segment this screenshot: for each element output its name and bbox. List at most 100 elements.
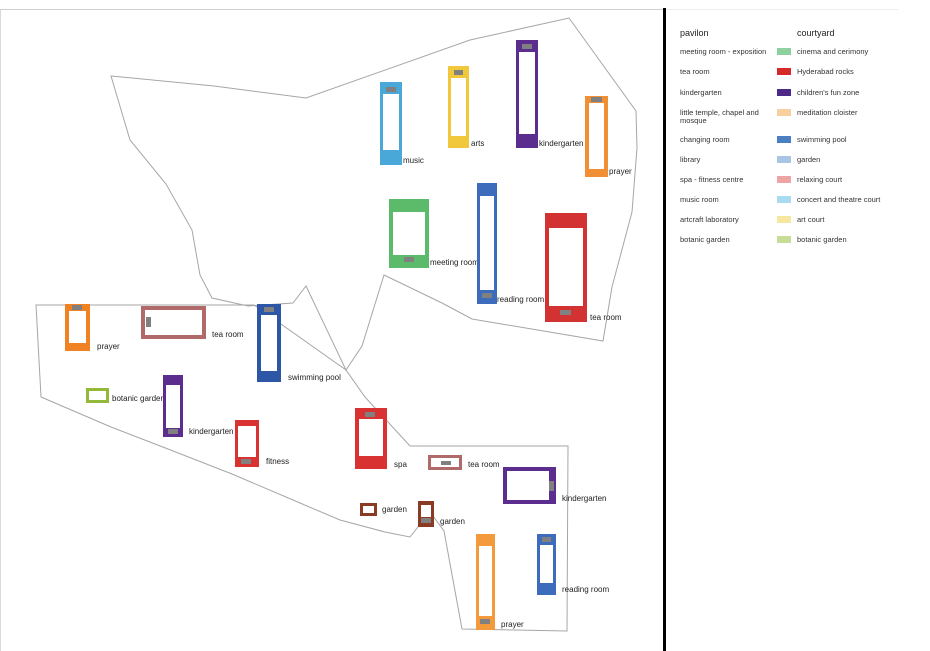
pavilion-void — [89, 391, 106, 400]
pavilion-prayer[interactable]: prayer — [585, 96, 632, 177]
legend-swatch — [777, 136, 791, 143]
legend-pavilon-item: artcraft laboratory — [680, 215, 739, 224]
pavilion-void — [519, 52, 535, 134]
legend-pavilon-item: botanic garden — [680, 235, 730, 244]
legend-swatch — [777, 196, 791, 203]
pavilion-label: tea room — [212, 330, 244, 339]
legend-pavilon-item: spa - fitness centre — [680, 175, 744, 184]
legend-swatch — [777, 89, 791, 96]
pavilion-void — [480, 196, 494, 290]
legend-courtyard-item: meditation cloister — [797, 108, 858, 117]
pavilion-entry — [264, 307, 274, 312]
legend-swatch — [777, 68, 791, 75]
pavilion-kindergarten[interactable]: kindergarten — [516, 40, 583, 148]
frame-left-border — [0, 9, 1, 651]
pavilion-void — [69, 311, 86, 343]
frame-top-border — [0, 9, 663, 10]
pavilion-label: tea room — [468, 460, 500, 469]
pavilion-entry — [404, 257, 414, 262]
pavilion-void — [393, 212, 425, 255]
pavilion-tea-room[interactable]: tea room — [545, 213, 622, 322]
pavilion-entry — [421, 518, 431, 523]
pavilion-void — [383, 94, 399, 150]
pavilion-label: swimming pool — [288, 373, 341, 382]
legend-pavilon-item: tea room — [680, 67, 710, 76]
legend-pavilon-item: kindergarten — [680, 88, 722, 97]
pavilion-tea-room[interactable]: tea room — [428, 455, 500, 470]
pavilion-botanic-garden[interactable]: botanic garden — [86, 388, 165, 403]
site-boundary-north — [110, 17, 638, 372]
pavilion-garden[interactable]: garden — [360, 503, 407, 516]
panel-divider — [663, 8, 666, 651]
legend-courtyard-item: cinema and cerimony — [797, 47, 869, 56]
legend-swatch — [777, 156, 791, 163]
legend-swatch — [777, 176, 791, 183]
pavilion-kindergarten[interactable]: kindergarten — [163, 375, 233, 437]
pavilion-tea-room[interactable]: tea room — [141, 306, 244, 339]
pavilion-label: botanic garden — [112, 394, 165, 403]
legend-courtyard-item: children's fun zone — [797, 88, 860, 97]
legend-courtyard-item: concert and theatre court — [797, 195, 881, 204]
site-plan: music arts kindergarten prayer meeting r… — [35, 17, 638, 632]
legend-swatch — [777, 236, 791, 243]
pavilion-entry — [542, 537, 551, 542]
pavilion-entry — [146, 317, 151, 327]
legend-swatch — [777, 109, 791, 116]
pavilion-void — [507, 471, 549, 500]
pavilion-entry — [72, 305, 82, 310]
pavilion-void — [359, 419, 383, 456]
pavilion-label: meeting room — [430, 258, 479, 267]
pavilion-void — [479, 546, 492, 616]
pavilion-void — [145, 310, 202, 335]
pavilion-fitness[interactable]: fitness — [235, 420, 289, 467]
legend-pavilon-item: meeting room - exposition — [680, 47, 767, 56]
pavilion-label: kindergarten — [562, 494, 606, 503]
legend-pavilon-item: changing room — [680, 135, 730, 144]
pavilion-void — [451, 78, 466, 136]
pavilion-label: kindergarten — [189, 427, 233, 436]
pavilion-label: reading room — [562, 585, 609, 594]
legend-pavilon-item: music room — [680, 195, 719, 204]
legend-pavilon-item: library — [680, 155, 701, 164]
legend-swatch — [777, 48, 791, 55]
pavilion-label: prayer — [501, 620, 524, 629]
pavilion-void — [549, 228, 583, 306]
pavilion-music[interactable]: music — [380, 82, 424, 165]
pavilion-label: music — [403, 156, 424, 165]
pavilion-entry — [549, 481, 554, 491]
pavilion-entry — [482, 293, 492, 298]
pavilion-void — [421, 505, 431, 517]
pavilion-reading-room[interactable]: reading room — [477, 183, 544, 304]
pavilion-label: spa — [394, 460, 407, 469]
pavilion-entry — [441, 461, 451, 465]
pavilion-reading-room[interactable]: reading room — [537, 534, 609, 595]
pavilion-void — [589, 103, 604, 169]
legend-courtyard-item: garden — [797, 155, 821, 164]
pavilion-void — [261, 315, 277, 371]
pavilion-entry — [591, 97, 602, 102]
pavilion-label: prayer — [609, 167, 632, 176]
pavilion-prayer[interactable]: prayer — [65, 304, 120, 351]
pavilion-label: tea room — [590, 313, 622, 322]
pavilion-label: arts — [471, 139, 484, 148]
legend-courtyard-item: relaxing court — [797, 175, 843, 184]
pavilion-garden[interactable]: garden — [418, 501, 465, 527]
pavilion-entry — [454, 70, 463, 75]
pavilion-kindergarten[interactable]: kindergarten — [503, 467, 606, 504]
legend-courtyard-item: Hyderabad rocks — [797, 67, 854, 76]
pavilion-meeting-room[interactable]: meeting room — [389, 199, 479, 268]
pavilion-arts[interactable]: arts — [448, 66, 484, 148]
pavilion-label: reading room — [497, 295, 544, 304]
pavilion-entry — [168, 429, 178, 434]
pavilion-entry — [522, 44, 532, 49]
pavilion-entry — [560, 310, 571, 315]
pavilion-entry — [241, 459, 251, 464]
pavilion-void — [540, 545, 553, 583]
pavilion-void — [363, 506, 374, 513]
legend-pavilon-item: little temple, chapel and mosque — [680, 108, 759, 125]
pavilion-spa[interactable]: spa — [355, 408, 407, 469]
pavilion-label: garden — [382, 505, 407, 514]
pavilion-label: kindergarten — [539, 139, 583, 148]
pavilion-swimming-pool[interactable]: swimming pool — [257, 304, 341, 382]
pavilion-prayer[interactable]: prayer — [476, 534, 524, 630]
